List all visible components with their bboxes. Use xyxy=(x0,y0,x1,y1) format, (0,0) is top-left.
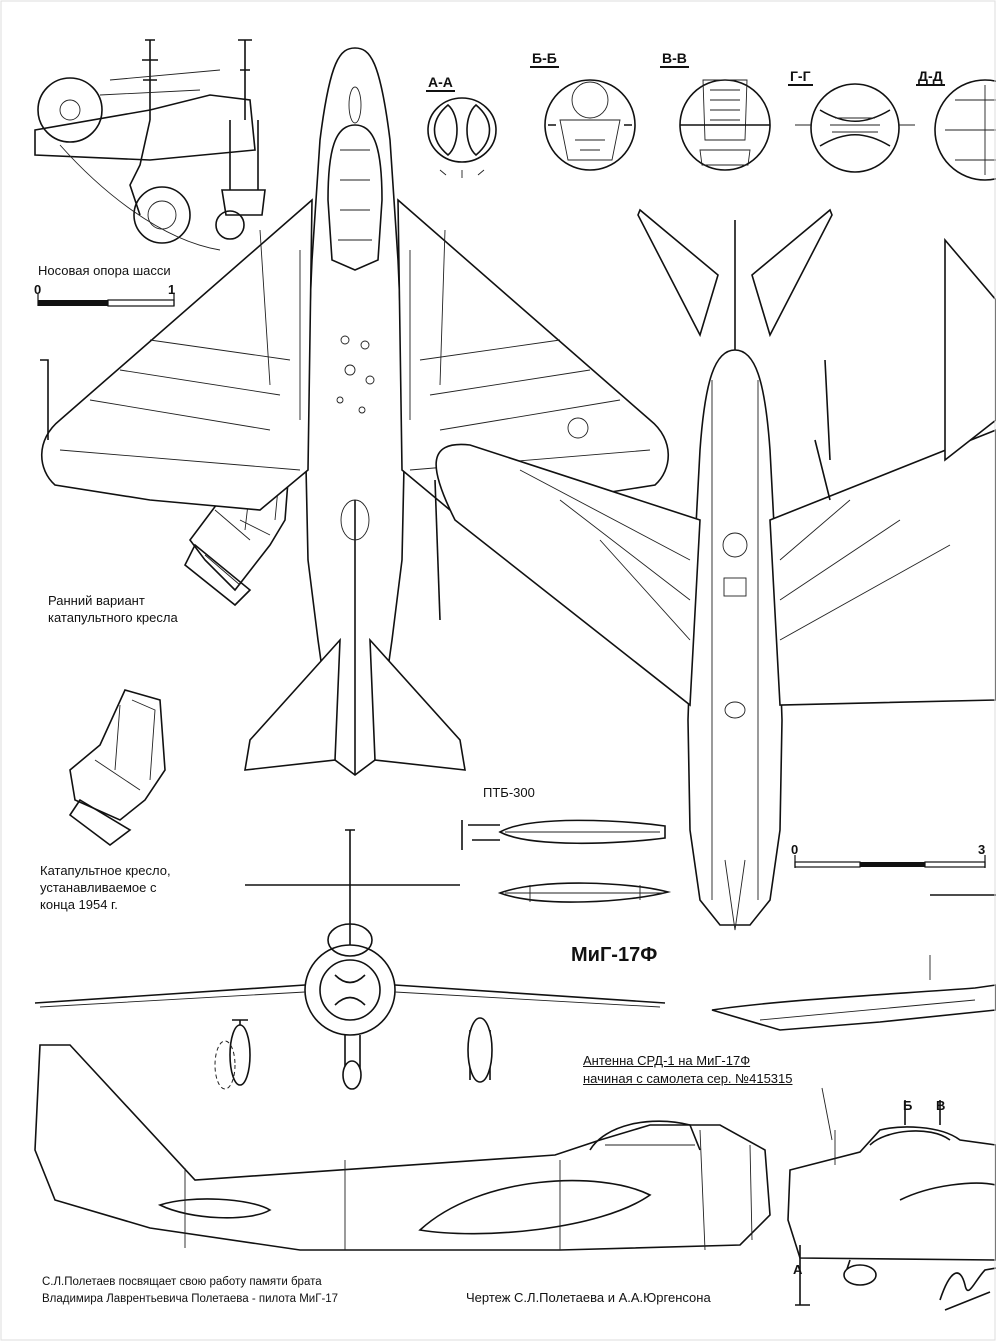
late-seat-caption-line1: Катапультное кресло, xyxy=(40,863,171,878)
section-gg-drawing xyxy=(795,83,915,173)
dedication-line2: Владимира Лаврентьевича Полетаева - пило… xyxy=(42,1293,339,1305)
scale-small-end: 1 xyxy=(168,282,176,297)
antenna-caption-line1: Антенна СРД-1 на МиГ-17Ф xyxy=(583,1053,751,1068)
drop-tank-caption: ПТБ-300 xyxy=(483,785,535,800)
side-view-fragment xyxy=(787,1087,996,1306)
side-view-aircraft xyxy=(34,1044,771,1251)
late-seat-caption-line2: устанавливаемое с xyxy=(40,880,157,895)
section-dd-drawing xyxy=(934,79,996,181)
top-view-aircraft xyxy=(40,47,670,776)
scale-bar-large xyxy=(794,855,986,868)
section-marker-v: В xyxy=(936,1098,946,1113)
drawing-credit: Чертеж С.Л.Полетаева и А.А.Юргенсона xyxy=(466,1290,711,1305)
scale-large-start: 0 xyxy=(791,842,799,857)
signature xyxy=(939,1267,996,1311)
front-view-aircraft xyxy=(34,829,666,1090)
section-label-gg: Г-Г xyxy=(788,68,813,86)
scale-small-start: 0 xyxy=(34,282,42,297)
aircraft-title: МиГ-17Ф xyxy=(571,944,658,966)
section-label-aa: А-А xyxy=(426,74,455,92)
section-label-dd: Д-Д xyxy=(916,68,945,86)
section-label-bb: Б-Б xyxy=(530,50,559,68)
section-marker-a: А xyxy=(793,1262,803,1277)
section-vv-drawing xyxy=(679,79,771,171)
section-bb-drawing xyxy=(544,79,636,171)
drop-tank-drawing xyxy=(461,819,672,903)
late-ejection-seat-drawing xyxy=(68,689,166,846)
section-label-vv: В-В xyxy=(660,50,689,68)
dedication-line1: С.Л.Полетаев посвящает свою работу памят… xyxy=(42,1276,322,1288)
early-seat-caption-line2: катапультного кресла xyxy=(48,610,178,625)
early-seat-caption-line1: Ранний вариант xyxy=(48,593,145,608)
late-seat-caption-line3: конца 1954 г. xyxy=(40,897,118,912)
scale-large-end: 3 xyxy=(978,842,986,857)
scale-bar-small xyxy=(37,294,175,307)
nose-gear-caption: Носовая опора шасси xyxy=(38,263,171,278)
section-marker-b: Б xyxy=(903,1098,913,1113)
front-view-fragment xyxy=(711,894,996,1031)
nose-gear-drawing xyxy=(34,39,266,251)
bottom-view-aircraft xyxy=(435,208,996,931)
antenna-caption-line2: начиная с самолета сер. №415315 xyxy=(583,1071,793,1086)
section-aa-drawing xyxy=(427,97,497,178)
